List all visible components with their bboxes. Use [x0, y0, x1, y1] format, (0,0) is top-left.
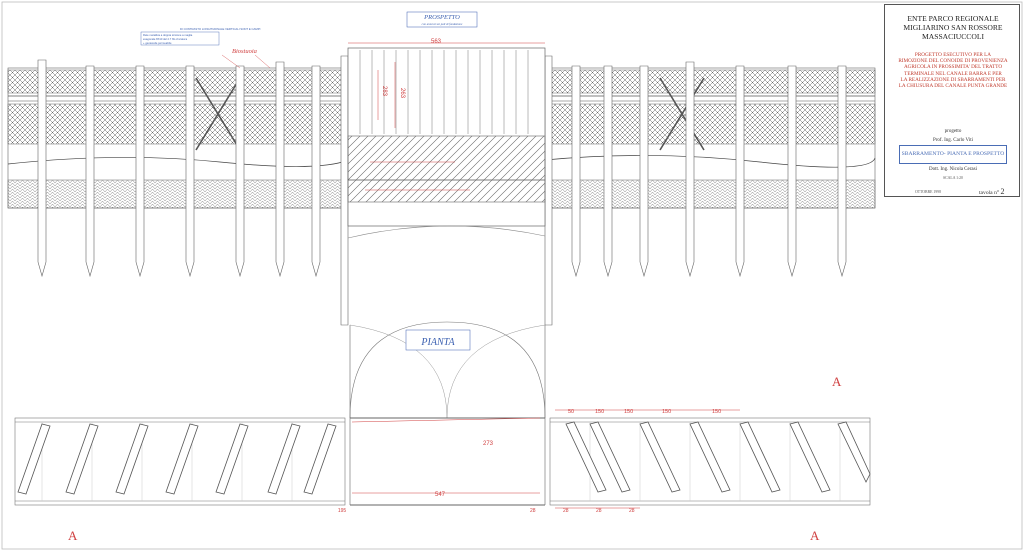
- elevation-left-wing: [7, 67, 349, 209]
- project-line-2: RIMOZIONE DEL CONOIDE DI PROVENIENZA: [898, 58, 1008, 65]
- pianta-box: [405, 329, 471, 351]
- plan-dim-spacing-4: 28: [629, 508, 635, 514]
- note-line-1: Rete metallica a doppia torsione a magli…: [143, 33, 193, 37]
- elevation-piles-right: [544, 55, 847, 326]
- dim-gate-height: 263: [399, 88, 405, 99]
- designer-1: Prof. Ing. Carlo Viti: [932, 138, 974, 143]
- biostuoia-label: Biostuoia: [232, 48, 257, 55]
- plan-dim-inner: 50: [568, 409, 574, 415]
- pianta-title: PIANTA: [420, 337, 455, 348]
- project-line-5: LA REALIZZAZIONE DI SBARRAMENTI PER: [900, 76, 1006, 83]
- title-block-header: ENTE PARCO REGIONALE MIGLIARINO SAN ROSS…: [885, 14, 1021, 41]
- dim-gate-height-left: 283: [381, 86, 387, 97]
- plan-left-braces: [17, 423, 337, 495]
- note-box: [140, 31, 220, 46]
- scale-label: SCALA 1:20: [943, 176, 963, 180]
- section-mark-top-right: A: [832, 374, 842, 389]
- date-label: OTTOBRE 1998: [915, 190, 941, 194]
- note-top: DI CONTRASTO LONGITUDINALE VERTICALI SON…: [180, 27, 261, 31]
- plan-right-braces: [565, 421, 871, 493]
- elevation-gate: [347, 42, 546, 239]
- plan-dim-spacing-2: 28: [563, 508, 569, 514]
- prospetto-subtitle: con annessi sui pali di fondazione: [422, 22, 463, 26]
- sheet-number: tavola n° 2: [979, 187, 1005, 196]
- plan-gate-opening: [349, 321, 546, 506]
- plan-dim-top-1: 150: [595, 409, 604, 415]
- progetto-label: progetto: [944, 129, 962, 134]
- title-block: ENTE PARCO REGIONALE MIGLIARINO SAN ROSS…: [884, 4, 1020, 197]
- dim-gate-width: 563: [431, 39, 442, 45]
- plan-dim-top-2: 150: [624, 409, 633, 415]
- sheet-title: SBARRAMENTO- PIANTA E PROSPETTO: [899, 145, 1007, 164]
- project-description: PROGETTO ESECUTIVO PER LA RIMOZIONE DEL …: [891, 52, 1015, 89]
- section-mark-bottom-left: A: [68, 528, 78, 543]
- designer-2: Dott. Ing. Nicola Cerasi: [929, 167, 977, 172]
- plan-dim-spacing-3: 28: [596, 508, 602, 514]
- plan-dim-bottom: 547: [435, 492, 446, 498]
- plan-dim-mid: 273: [483, 441, 494, 447]
- plan-dim-top-3: 150: [662, 409, 671, 415]
- note-line-2: esagonale 8X10 del 2.7 filo zincatura: [143, 37, 188, 41]
- project-line-1: PROGETTO ESECUTIVO PER LA: [914, 52, 992, 58]
- plan-dim-top-4: 150: [712, 409, 721, 415]
- header-line-2: MIGLIARINO SAN ROSSORE: [903, 23, 1003, 32]
- elevation-right-wing: [544, 67, 876, 209]
- header-line-1: ENTE PARCO REGIONALE: [907, 14, 999, 23]
- note-line-3: + geotessile permeabile: [143, 41, 172, 45]
- project-line-6: LA CHIUSURA DEL CANALE PUNTA GRANDE: [898, 83, 1008, 90]
- prospetto-box: [406, 11, 478, 28]
- project-line-4: TERMINALE NEL CANALE BARRA E PER: [904, 70, 1002, 77]
- prospetto-title: PROSPETTO: [423, 14, 460, 21]
- tav-number: 2: [1000, 187, 1005, 196]
- plan-dim-spacing-1: 28: [530, 508, 536, 514]
- elevation-piles-left: [37, 55, 349, 326]
- section-mark-bottom-right: A: [810, 528, 820, 543]
- project-line-3: AGRICOLA IN PROSSIMITA' DEL TRATTO: [903, 64, 1003, 71]
- tav-label: tavola n°: [979, 190, 1000, 196]
- plan-dim-left-offset: 195: [338, 508, 347, 514]
- header-line-3: MASSACIUCCOLI: [921, 32, 985, 41]
